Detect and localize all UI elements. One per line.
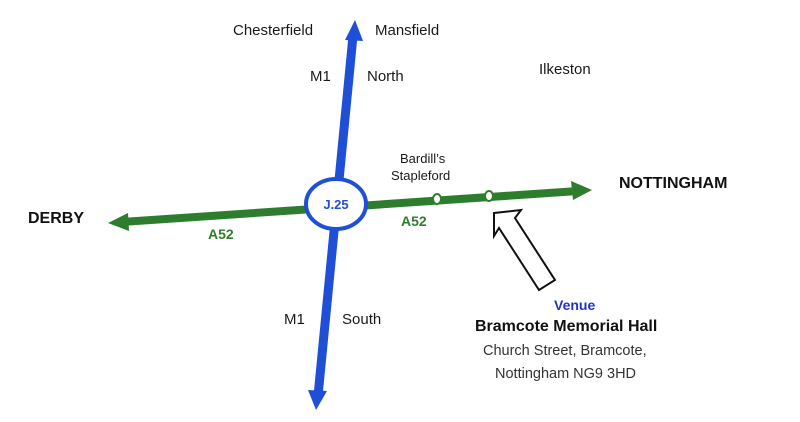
venue-pointer-arrow-icon [493, 208, 557, 292]
venue-address-line2: Nottingham NG9 3HD [495, 366, 637, 382]
venue-tag: Venue [554, 297, 596, 313]
m1-north-direction: North [367, 68, 404, 85]
m1-south-direction: South [342, 311, 382, 328]
a52-east-arrowhead [571, 181, 592, 200]
a52-west-arrowhead [108, 213, 129, 231]
junction-circle-icon: J.25 [304, 177, 368, 231]
road-stop-marker-icon [432, 193, 442, 205]
a52-west-label: A52 [208, 226, 234, 242]
venue-name: Bramcote Memorial Hall [475, 318, 658, 335]
m1-north-name: M1 [310, 68, 331, 85]
place-chesterfield: Chesterfield [233, 22, 314, 39]
m1-south-name: M1 [284, 311, 305, 328]
place-mansfield: Mansfield [375, 22, 440, 39]
place-nottingham: NOTTINGHAM [619, 175, 728, 192]
place-ilkeston: Ilkeston [539, 61, 591, 78]
a52-east-label: A52 [401, 213, 427, 229]
m1-south-arrowhead [308, 390, 327, 410]
place-derby: DERBY [28, 210, 85, 227]
venue-address-line1: Church Street, Bramcote, [483, 343, 647, 359]
junction-label: J.25 [323, 197, 348, 212]
m1-north-arrowhead [345, 20, 363, 41]
road-stop-marker-icon [484, 190, 494, 202]
place-bardills: Bardill’s [400, 151, 446, 166]
place-stapleford: Stapleford [391, 168, 451, 183]
